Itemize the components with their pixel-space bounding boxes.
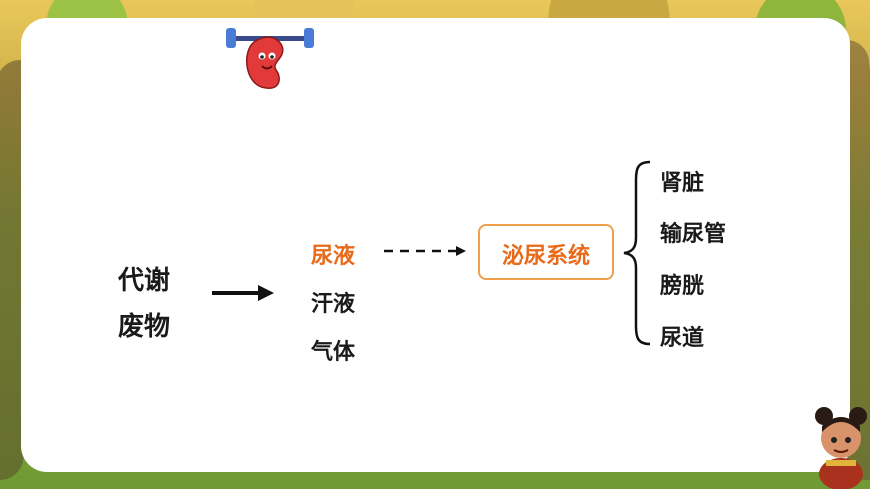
urinary-system-box: 泌尿系统 [478, 224, 614, 280]
middle-item-gas: 气体 [311, 340, 356, 365]
curly-brace [623, 160, 651, 346]
left-label-line2: 废物 [118, 312, 171, 342]
organ-urethra: 尿道 [660, 326, 705, 351]
solid-arrow [212, 285, 274, 301]
left-label-line1: 代谢 [118, 266, 171, 296]
organ-ureter: 输尿管 [660, 222, 727, 247]
middle-item-urine: 尿液 [311, 244, 356, 269]
dashed-arrow [384, 246, 466, 256]
organ-kidney: 肾脏 [660, 171, 705, 196]
cartoon-character-icon [815, 407, 867, 489]
organ-bladder: 膀胱 [660, 274, 705, 299]
middle-item-sweat: 汗液 [311, 292, 356, 317]
kidney-mascot-icon [226, 28, 314, 89]
urinary-system-label: 泌尿系统 [501, 244, 590, 269]
content-card [21, 18, 850, 472]
